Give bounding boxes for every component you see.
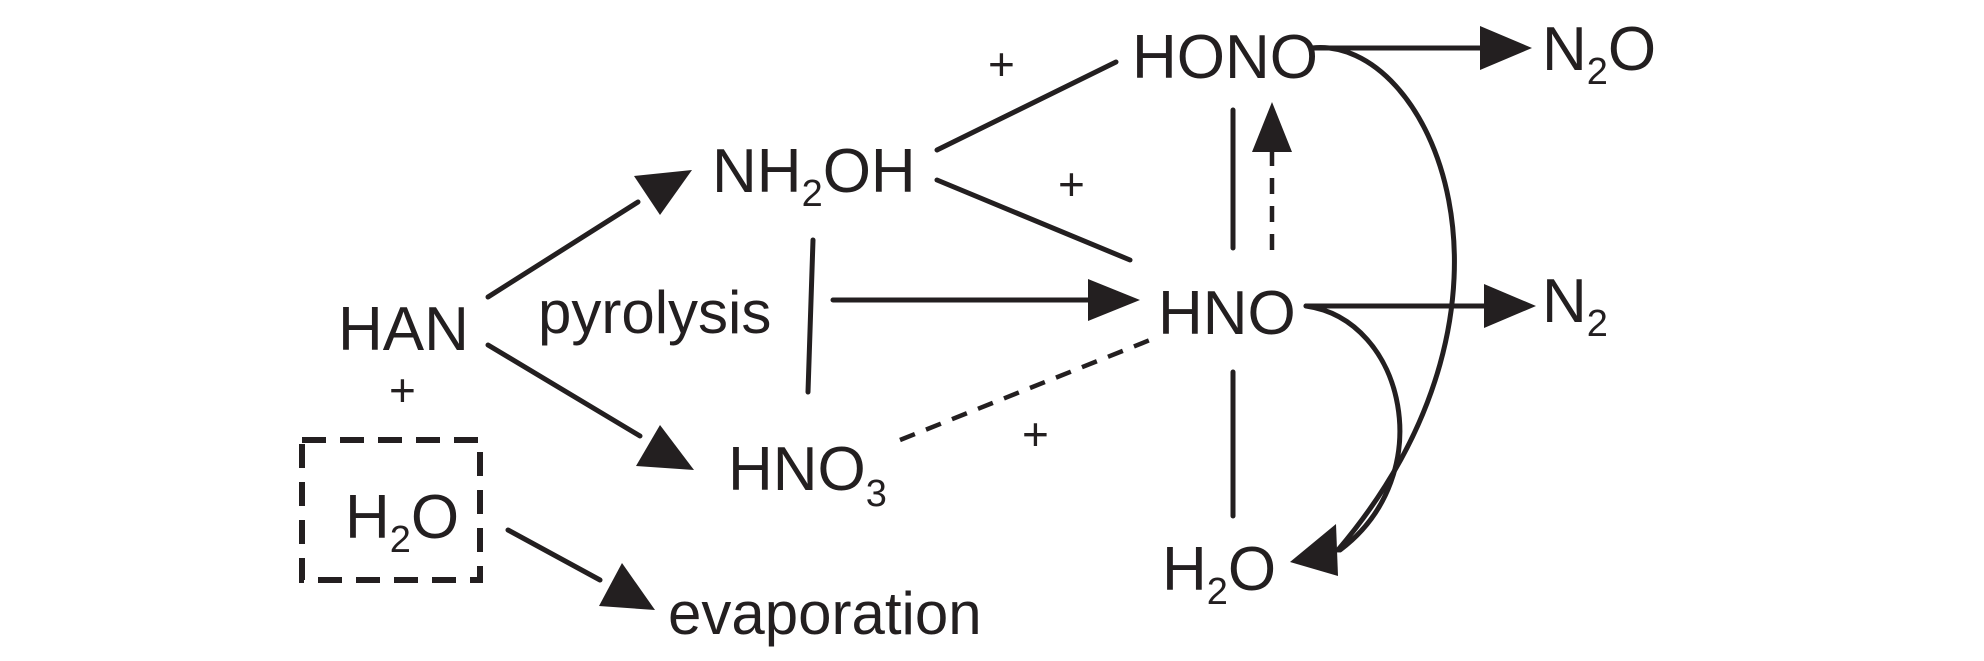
arrowhead-hono-dashed — [1252, 102, 1292, 152]
species-hno3: HNO3 — [728, 435, 887, 515]
plus-han-water: + — [389, 364, 416, 416]
line-nh2oh-hno3 — [805, 237, 816, 395]
water-dashed-box — [299, 437, 483, 583]
arrowhead-nh2oh — [634, 170, 692, 215]
arrowhead-n2 — [1484, 284, 1536, 328]
plus-middle: + — [1058, 158, 1085, 210]
arrow-han-to-nh2oh — [485, 199, 641, 300]
arrowhead-evaporation — [599, 563, 655, 610]
species-water-left: H2O — [345, 483, 459, 561]
line-nh2oh-to-hno — [934, 177, 1133, 263]
species-water-right: H2O — [1162, 535, 1276, 613]
arrow-han-to-hno3 — [485, 342, 643, 439]
line-nh2oh-to-hono — [934, 59, 1119, 153]
species-nh2oh: NH2OH — [712, 137, 916, 215]
species-han: HAN — [338, 295, 469, 364]
species-hno: HNO — [1158, 279, 1296, 348]
plus-top: + — [988, 38, 1015, 90]
curve-hno-to-h2o — [1303, 303, 1403, 553]
dashed-line-hno3-to-hno[interactable] — [899, 337, 1151, 443]
arrowheads — [599, 26, 1536, 610]
process-pyrolysis: pyrolysis — [538, 279, 771, 346]
species-hono: HONO — [1132, 23, 1318, 92]
species-n2o: N2O — [1542, 15, 1656, 93]
connectors — [485, 45, 1489, 583]
arrowhead-n2o — [1480, 26, 1532, 70]
process-evaporation: evaporation — [668, 580, 982, 647]
species-n2: N2 — [1542, 267, 1608, 345]
arrowhead-hno3 — [636, 425, 694, 470]
arrow-water-to-evaporation — [505, 527, 603, 583]
arrowhead-hno-center — [1088, 279, 1140, 321]
arrowhead-water-right — [1290, 524, 1338, 576]
curve-hono-to-h2o — [1309, 45, 1457, 553]
plus-bottom: + — [1022, 408, 1049, 460]
